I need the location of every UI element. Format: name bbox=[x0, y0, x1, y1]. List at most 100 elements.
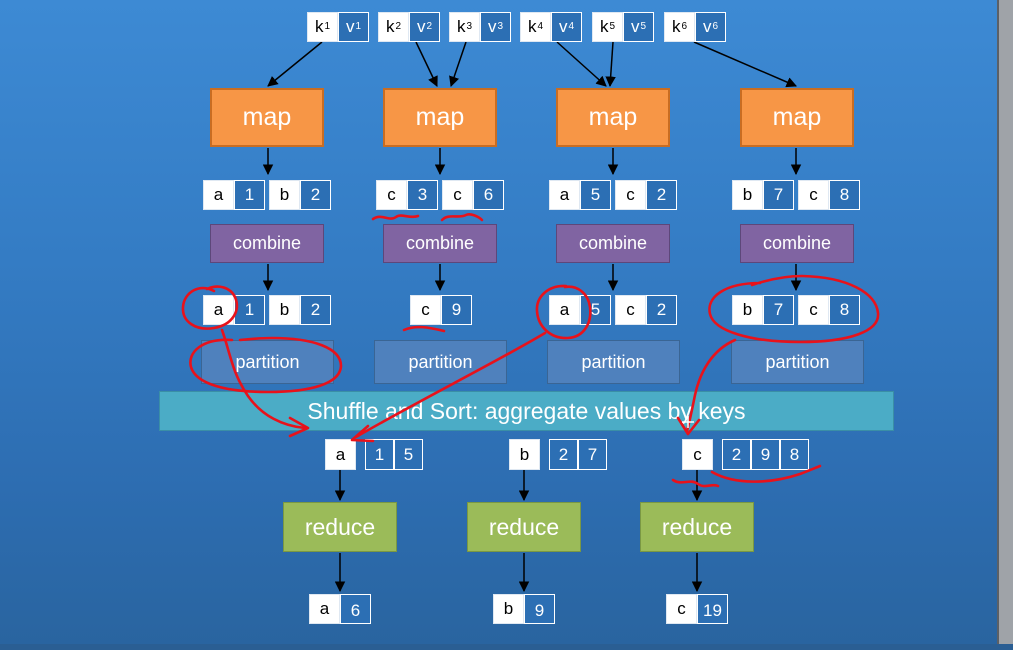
map-output-2-key-2-text: c bbox=[453, 185, 462, 204]
map-output-3-key-2: c bbox=[615, 180, 646, 210]
reduce-label: reduce bbox=[304, 513, 376, 540]
combine-output-3-value-1: 5 bbox=[580, 295, 611, 325]
arrow-input3-map2 bbox=[449, 41, 467, 87]
partition-label: partition bbox=[235, 351, 300, 372]
annotation-underline-c9 bbox=[402, 325, 446, 333]
grouped-3-value-3: 8 bbox=[780, 439, 809, 470]
input-key-letter: k bbox=[671, 17, 681, 36]
partition-box-3: partition bbox=[547, 340, 680, 384]
combine-label: combine bbox=[232, 233, 302, 253]
map-output-4-value-2: 8 bbox=[829, 180, 860, 210]
combine-output-4-value-2-text: 8 bbox=[839, 300, 850, 319]
combine-output-2-value-1-text: 9 bbox=[451, 300, 462, 319]
map-output-2-value-1-text: 3 bbox=[417, 185, 428, 204]
combine-output-3-key-1-text: a bbox=[559, 300, 570, 319]
grouped-3-value-2: 9 bbox=[751, 439, 780, 470]
combine-output-1-value-1: 1 bbox=[234, 295, 265, 325]
combine-output-1-value-2: 2 bbox=[300, 295, 331, 325]
cursor-cross-icon bbox=[682, 416, 694, 428]
map-output-1-key-2-text: b bbox=[279, 185, 290, 204]
input-key-letter: k bbox=[599, 17, 609, 36]
annotation-underline-c6 bbox=[440, 213, 484, 222]
map-output-3-key-1-text: a bbox=[559, 185, 570, 204]
shuffle-label: Shuffle and Sort: aggregate values by ke… bbox=[307, 397, 746, 424]
annotation-circle-col4 bbox=[708, 274, 880, 344]
input-value-letter: v bbox=[702, 17, 712, 36]
reduce-label: reduce bbox=[661, 513, 733, 540]
combine-output-2-value-1: 9 bbox=[441, 295, 472, 325]
combine-output-4-value-1: 7 bbox=[763, 295, 794, 325]
map-label: map bbox=[415, 103, 465, 131]
map-output-2-key-1-text: c bbox=[387, 185, 396, 204]
annotation-line-a3 bbox=[354, 331, 547, 439]
map-output-1-value-1: 1 bbox=[234, 180, 265, 210]
combine-output-1-value-2-text: 2 bbox=[310, 300, 321, 319]
grouped-2-value-1-text: 2 bbox=[558, 444, 569, 464]
result-1-key: a bbox=[309, 594, 340, 624]
partition-label: partition bbox=[408, 351, 473, 372]
result-3-value: 19 bbox=[697, 594, 728, 624]
map-output-2-value-1: 3 bbox=[407, 180, 438, 210]
grouped-3-value-3-text: 8 bbox=[789, 444, 800, 464]
arrow-input1-map1 bbox=[267, 41, 323, 87]
map-output-4-value-2-text: 8 bbox=[839, 185, 850, 204]
map-box-3: map bbox=[556, 88, 670, 147]
arrow-input5-map3 bbox=[605, 41, 616, 88]
grouped-3-value-2-text: 9 bbox=[760, 444, 771, 464]
combine-label: combine bbox=[762, 233, 832, 253]
grouped-2-value-2-text: 7 bbox=[587, 444, 598, 464]
input-key-letter: k bbox=[456, 17, 466, 36]
map-output-1-value-2-text: 2 bbox=[310, 185, 321, 204]
combine-output-2-key-1-text: c bbox=[421, 300, 430, 319]
map-label: map bbox=[588, 103, 638, 131]
input-value-letter: v bbox=[345, 17, 355, 36]
map-output-4-key-1: b bbox=[732, 180, 763, 210]
reduce-box-1: reduce bbox=[283, 502, 397, 552]
map-output-1-value-1-text: 1 bbox=[244, 185, 255, 204]
map-output-3-value-1-text: 5 bbox=[590, 185, 601, 204]
input-value-letter: v bbox=[487, 17, 497, 36]
map-output-4-key-1-text: b bbox=[742, 185, 753, 204]
map-output-4-value-1: 7 bbox=[763, 180, 794, 210]
input-value-letter: v bbox=[416, 17, 426, 36]
map-output-1-key-2: b bbox=[269, 180, 300, 210]
combine-output-4-key-2: c bbox=[798, 295, 829, 325]
combine-output-4-key-1: b bbox=[732, 295, 763, 325]
bottom-edge bbox=[0, 644, 1013, 650]
map-output-2-key-1: c bbox=[376, 180, 407, 210]
annotation-circle-a3 bbox=[535, 284, 592, 340]
annotation-curve-c bbox=[685, 338, 737, 433]
grouped-1-key: a bbox=[325, 439, 356, 470]
annotation-curve-a1 bbox=[220, 328, 307, 430]
combine-output-3-key-1: a bbox=[549, 295, 580, 325]
reduce-box-3: reduce bbox=[640, 502, 754, 552]
input-value-letter: v bbox=[558, 17, 568, 36]
partition-label: partition bbox=[581, 351, 646, 372]
grouped-3-key-text: c bbox=[693, 444, 702, 464]
combine-output-3-value-1-text: 5 bbox=[590, 300, 601, 319]
result-3-value-text: 19 bbox=[703, 601, 722, 620]
grouped-1-key-text: a bbox=[335, 444, 346, 464]
combine-output-4-key-2-text: c bbox=[809, 300, 818, 319]
result-1-key-text: a bbox=[319, 599, 330, 618]
map-output-1-value-2: 2 bbox=[300, 180, 331, 210]
partition-box-4: partition bbox=[731, 340, 864, 384]
combine-output-1-key-2-text: b bbox=[279, 300, 290, 319]
result-3-key: c bbox=[666, 594, 697, 624]
combine-output-3-key-2: c bbox=[615, 295, 646, 325]
grouped-1-value-2-text: 5 bbox=[403, 444, 414, 464]
grouped-1-value-1: 1 bbox=[365, 439, 394, 470]
partition-box-2: partition bbox=[374, 340, 507, 384]
grouped-2-value-1: 2 bbox=[549, 439, 578, 470]
map-output-2-value-2-text: 6 bbox=[483, 185, 494, 204]
combine-box-4: combine bbox=[740, 224, 854, 263]
map-output-2-value-2: 6 bbox=[473, 180, 504, 210]
